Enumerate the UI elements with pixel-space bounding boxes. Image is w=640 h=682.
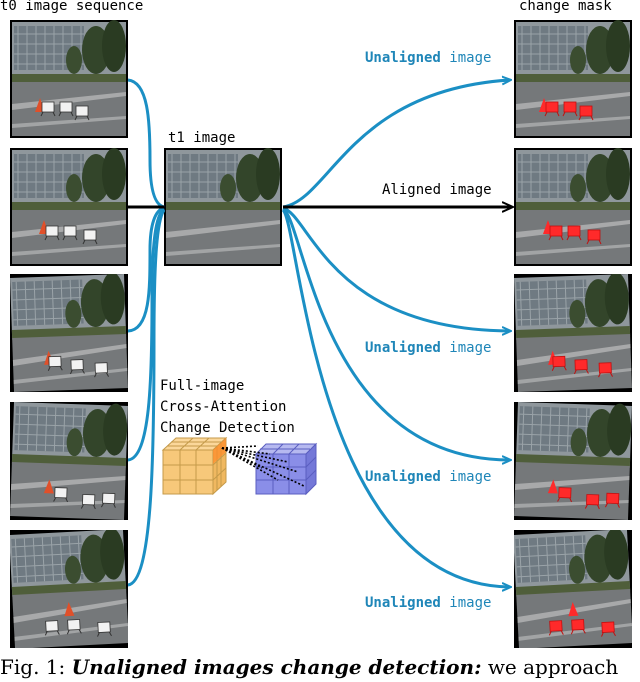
cross-attention-line-1: Full-image <box>160 378 245 394</box>
caption-prefix: Fig. 1: <box>0 655 66 679</box>
unaligned-label-5: Unaligned image <box>365 595 492 611</box>
cross-attention-line-2: Cross-Attention <box>160 399 287 415</box>
arrow-out-5 <box>281 208 510 587</box>
t0-image-5 <box>10 530 128 648</box>
cross-attention-label: Full-image Cross-Attention Change Detect… <box>160 376 295 439</box>
unaligned-label-1: Unaligned image <box>365 50 492 66</box>
t0-image-2 <box>10 148 128 266</box>
arrow-in-1 <box>127 78 165 209</box>
arrow-in-3 <box>127 206 165 333</box>
t0-sequence-label: t0 image sequence <box>0 0 144 14</box>
t1-image-label: t1 image <box>168 130 236 146</box>
arrow-out-3 <box>282 206 510 331</box>
feature-cube-icon <box>161 436 318 496</box>
arrow-out-1 <box>282 80 510 209</box>
change-mask-5 <box>514 530 632 648</box>
change-mask-4 <box>514 402 632 520</box>
change-mask-1 <box>514 20 632 138</box>
t0-image-1 <box>10 20 128 138</box>
arrow-in-4 <box>127 207 166 462</box>
arrow-out-4 <box>282 207 510 460</box>
change-mask-3 <box>514 274 632 392</box>
change-mask-label: change mask <box>519 0 612 14</box>
cross-attention-line-3: Change Detection <box>160 420 295 436</box>
t0-image-3 <box>10 274 128 392</box>
change-mask-2 <box>514 148 632 266</box>
caption-title: Unaligned images change detection: <box>71 655 482 679</box>
t1-image <box>164 148 282 266</box>
unaligned-label-4: Unaligned image <box>365 469 492 485</box>
arrow-in-5 <box>127 209 166 587</box>
aligned-label: Aligned image <box>382 182 492 198</box>
figure-caption: Fig. 1: Unaligned images change detectio… <box>0 655 640 679</box>
caption-rest: we approach <box>487 655 619 679</box>
unaligned-label-3: Unaligned image <box>365 340 492 356</box>
t0-image-4 <box>10 402 128 520</box>
